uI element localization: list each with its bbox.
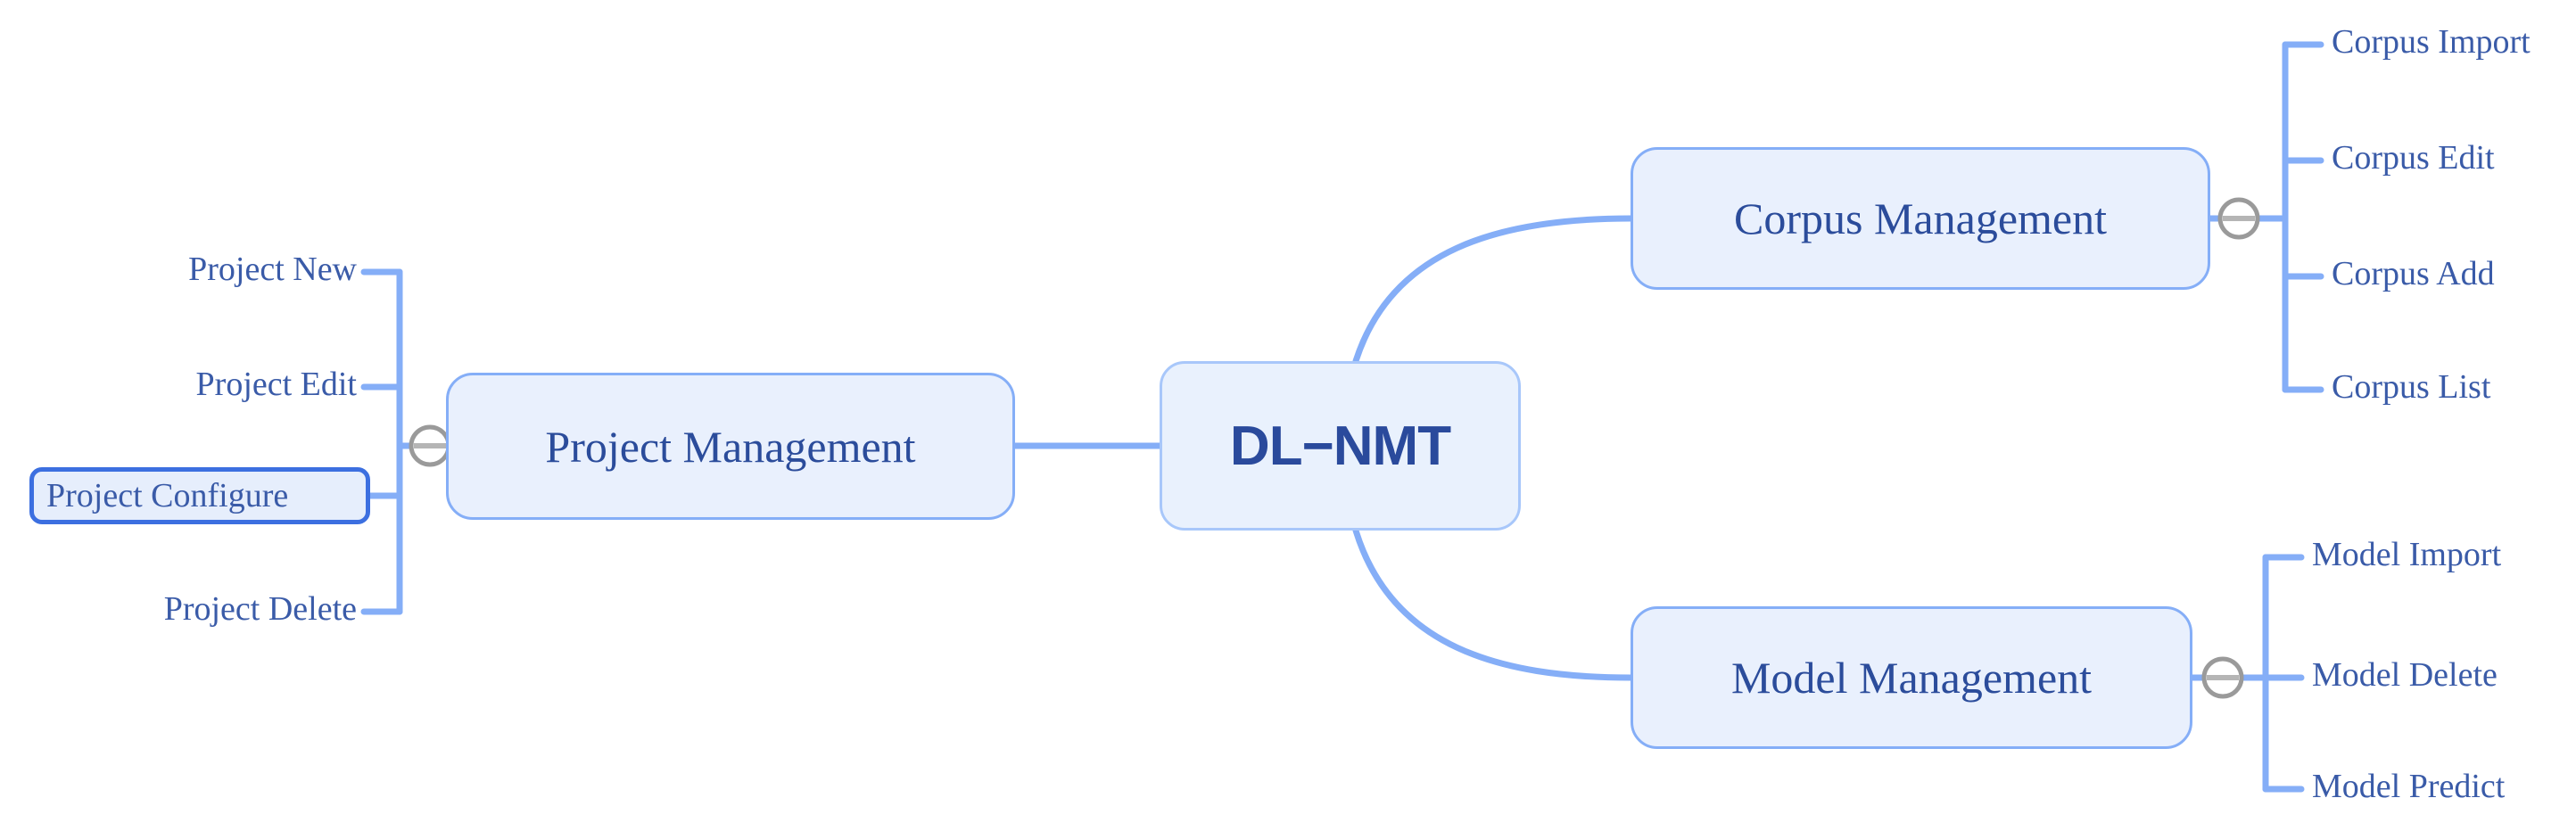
leaf-project-new[interactable]: Project New xyxy=(0,252,357,286)
leaf-model-delete-label: Model Delete xyxy=(2312,656,2498,694)
node-root-dl-nmt[interactable]: DL−NMT xyxy=(1160,361,1521,531)
node-project-management[interactable]: Project Management xyxy=(446,373,1015,520)
node-root-label: DL−NMT xyxy=(1229,415,1451,477)
leaf-model-import-label: Model Import xyxy=(2312,536,2502,573)
leaf-model-predict[interactable]: Model Predict xyxy=(2312,769,2505,803)
collapse-toggle-icon-model[interactable] xyxy=(2201,656,2244,699)
leaf-project-delete-label: Project Delete xyxy=(163,590,357,628)
leaf-corpus-add[interactable]: Corpus Add xyxy=(2332,257,2495,291)
leaf-model-import[interactable]: Model Import xyxy=(2312,538,2501,572)
node-model-management-label: Model Management xyxy=(1730,653,2093,703)
collapse-toggle-icon-corpus[interactable] xyxy=(2217,197,2260,240)
leaf-model-delete[interactable]: Model Delete xyxy=(2312,658,2498,692)
leaf-corpus-add-label: Corpus Add xyxy=(2332,255,2495,292)
leaf-project-configure-label: Project Configure xyxy=(46,477,289,514)
leaf-corpus-import[interactable]: Corpus Import xyxy=(2332,25,2531,59)
node-model-management[interactable]: Model Management xyxy=(1631,606,2192,749)
connector-root-to-corpus xyxy=(1352,215,1634,365)
leaf-corpus-import-label: Corpus Import xyxy=(2332,23,2531,61)
node-project-management-label: Project Management xyxy=(545,421,916,472)
node-corpus-management-label: Corpus Management xyxy=(1734,193,2107,243)
leaf-corpus-list-label: Corpus List xyxy=(2332,368,2491,406)
leaf-project-edit[interactable]: Project Edit xyxy=(0,367,357,401)
leaf-corpus-list[interactable]: Corpus List xyxy=(2332,370,2490,404)
leaf-project-edit-label: Project Edit xyxy=(195,366,357,403)
node-corpus-management[interactable]: Corpus Management xyxy=(1631,147,2210,290)
collapse-toggle-icon-project[interactable] xyxy=(409,424,451,467)
leaf-model-predict-label: Model Predict xyxy=(2312,768,2506,805)
connector-root-to-model xyxy=(1352,527,1634,681)
leaf-project-configure-selected[interactable]: Project Configure xyxy=(29,467,370,524)
leaf-corpus-edit[interactable]: Corpus Edit xyxy=(2332,141,2495,175)
leaf-project-new-label: Project New xyxy=(188,251,357,288)
leaf-corpus-edit-label: Corpus Edit xyxy=(2332,139,2495,177)
leaf-project-delete[interactable]: Project Delete xyxy=(0,592,357,626)
